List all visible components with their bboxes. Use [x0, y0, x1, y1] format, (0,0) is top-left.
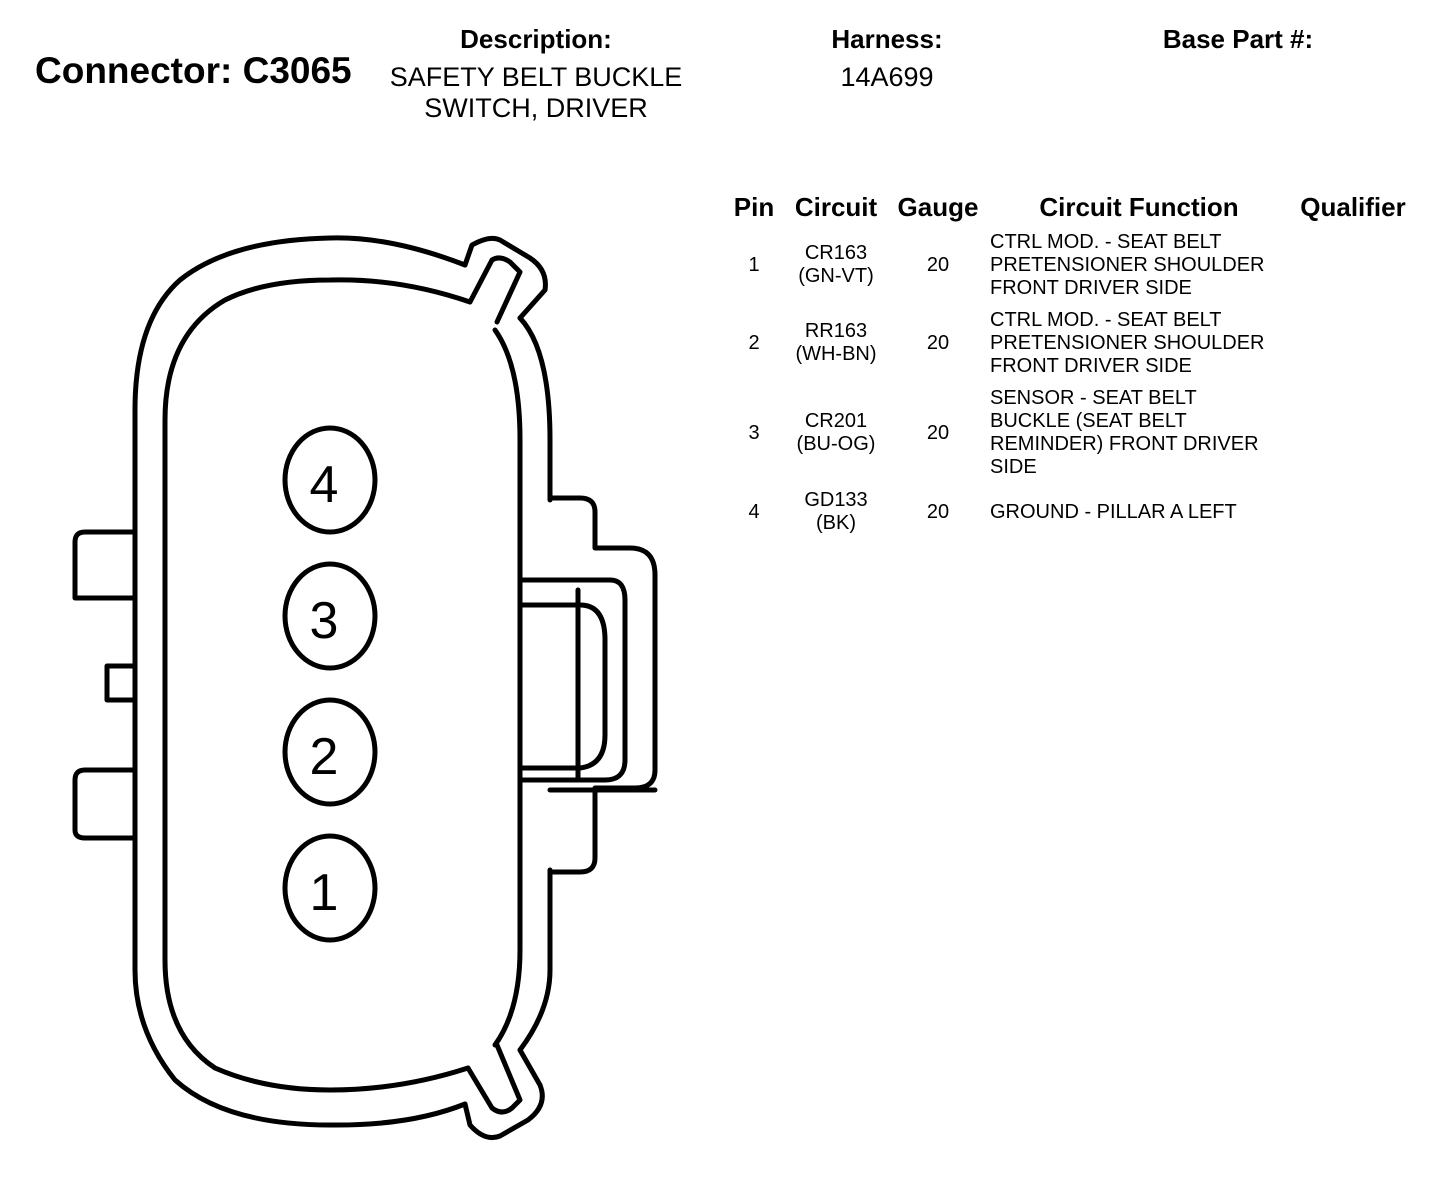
gauge-cell: 20 [926, 331, 950, 354]
housing-inner-right [492, 327, 523, 1048]
description-label: Description: [460, 24, 612, 54]
table-row: 1 CR163 (GN-VT) 20 CTRL MOD. - SEAT BELT… [0, 229, 1440, 301]
pin-cavity-2: 2 [282, 697, 378, 807]
description-line: SWITCH, DRIVER [424, 93, 648, 123]
function-cell: GROUND - PILLAR A LEFT [990, 486, 1290, 538]
table-row: 2 RR163 (WH-BN) 20 CTRL MOD. - SEAT BELT… [0, 307, 1440, 379]
circuit-color: (BK) [816, 512, 856, 534]
circuit-id: CR201 [804, 410, 868, 432]
circuit-color: (GN-VT) [798, 265, 874, 287]
right-lock-rail-inner [517, 602, 608, 771]
pin-cavity-1: 1 [282, 833, 378, 943]
connector-face-diagram: 4 3 2 1 [72, 235, 658, 1141]
column-header-gauge: Gauge [897, 192, 979, 222]
right-lock-rail-top [517, 577, 628, 783]
pin-cavity-label: 3 [310, 592, 339, 650]
pin-cavity-label: 1 [310, 864, 339, 922]
function-cell: CTRL MOD. - SEAT BELT PRETENSIONER SHOUL… [990, 229, 1290, 301]
function-line: REMINDER) FRONT DRIVER [990, 433, 1259, 455]
column-header-pin: Pin [733, 192, 775, 222]
table-row: 3 CR201 (BU-OG) 20 SENSOR - SEAT BELT BU… [0, 385, 1440, 481]
right-lock-outer-frame [547, 495, 658, 875]
connector-title: Connector: C3065 [35, 50, 352, 91]
pin-cavity-3: 3 [282, 561, 378, 671]
left-tab-lower [72, 767, 138, 841]
bottom-latch-inner [465, 1042, 523, 1115]
left-tab-small [104, 663, 138, 703]
top-latch-inner [467, 255, 523, 325]
function-line: BUCKLE (SEAT BELT [990, 410, 1187, 432]
housing-inner [162, 277, 473, 1093]
pin-cavity-label: 2 [310, 728, 339, 786]
function-line: CTRL MOD. - SEAT BELT [990, 308, 1222, 331]
base-part-label: Base Part #: [1162, 24, 1314, 54]
function-line: PRETENSIONER SHOULDER [990, 253, 1265, 276]
housing-outer [132, 235, 468, 1128]
column-header-circuit-function: Circuit Function [1039, 192, 1239, 222]
circuit-id: RR163 [804, 320, 868, 342]
function-line: GROUND - PILLAR A LEFT [990, 500, 1237, 523]
harness-value: 14A699 [840, 62, 934, 92]
bottom-latch [462, 1047, 545, 1141]
pin-cell: 3 [748, 421, 760, 444]
top-latch [462, 235, 548, 321]
description-value: SAFETY BELT BUCKLE SWITCH, DRIVER [375, 62, 697, 124]
circuit-cell: RR163 (WH-BN) [784, 307, 888, 379]
function-line: SENSOR - SEAT BELT [990, 387, 1197, 409]
function-line: CTRL MOD. - SEAT BELT [990, 230, 1222, 253]
housing-outer-right [517, 315, 553, 1053]
left-tab-upper [72, 529, 138, 601]
function-line: PRETENSIONER SHOULDER [990, 331, 1265, 354]
description-line: SAFETY BELT BUCKLE [389, 62, 683, 92]
harness-label: Harness: [831, 24, 943, 54]
table-row: 4 GD133 (BK) 20 GROUND - PILLAR A LEFT [0, 486, 1440, 538]
circuit-cell: GD133 (BK) [784, 486, 888, 538]
gauge-cell: 20 [926, 500, 950, 523]
gauge-cell: 20 [926, 421, 950, 444]
circuit-cell: CR201 (BU-OG) [784, 385, 888, 481]
pin-cell: 1 [748, 253, 760, 276]
pin-cell: 4 [748, 500, 760, 523]
gauge-cell: 20 [926, 253, 950, 276]
function-cell: CTRL MOD. - SEAT BELT PRETENSIONER SHOUL… [990, 307, 1290, 379]
circuit-cell: CR163 (GN-VT) [784, 229, 888, 301]
column-header-circuit: Circuit [794, 192, 878, 222]
circuit-color: (WH-BN) [795, 343, 877, 365]
circuit-color: (BU-OG) [796, 433, 876, 455]
function-line: FRONT DRIVER SIDE [990, 354, 1192, 377]
circuit-id: GD133 [804, 489, 868, 511]
pin-cavity-4: 4 [282, 425, 378, 535]
pin-cell: 2 [748, 331, 760, 354]
column-header-qualifier: Qualifier [1300, 192, 1406, 222]
circuit-id: CR163 [804, 242, 868, 264]
function-line: FRONT DRIVER SIDE [990, 276, 1192, 299]
function-line: SIDE [990, 456, 1037, 478]
function-cell: SENSOR - SEAT BELT BUCKLE (SEAT BELT REM… [990, 385, 1290, 481]
pin-cavity-label: 4 [310, 456, 339, 514]
